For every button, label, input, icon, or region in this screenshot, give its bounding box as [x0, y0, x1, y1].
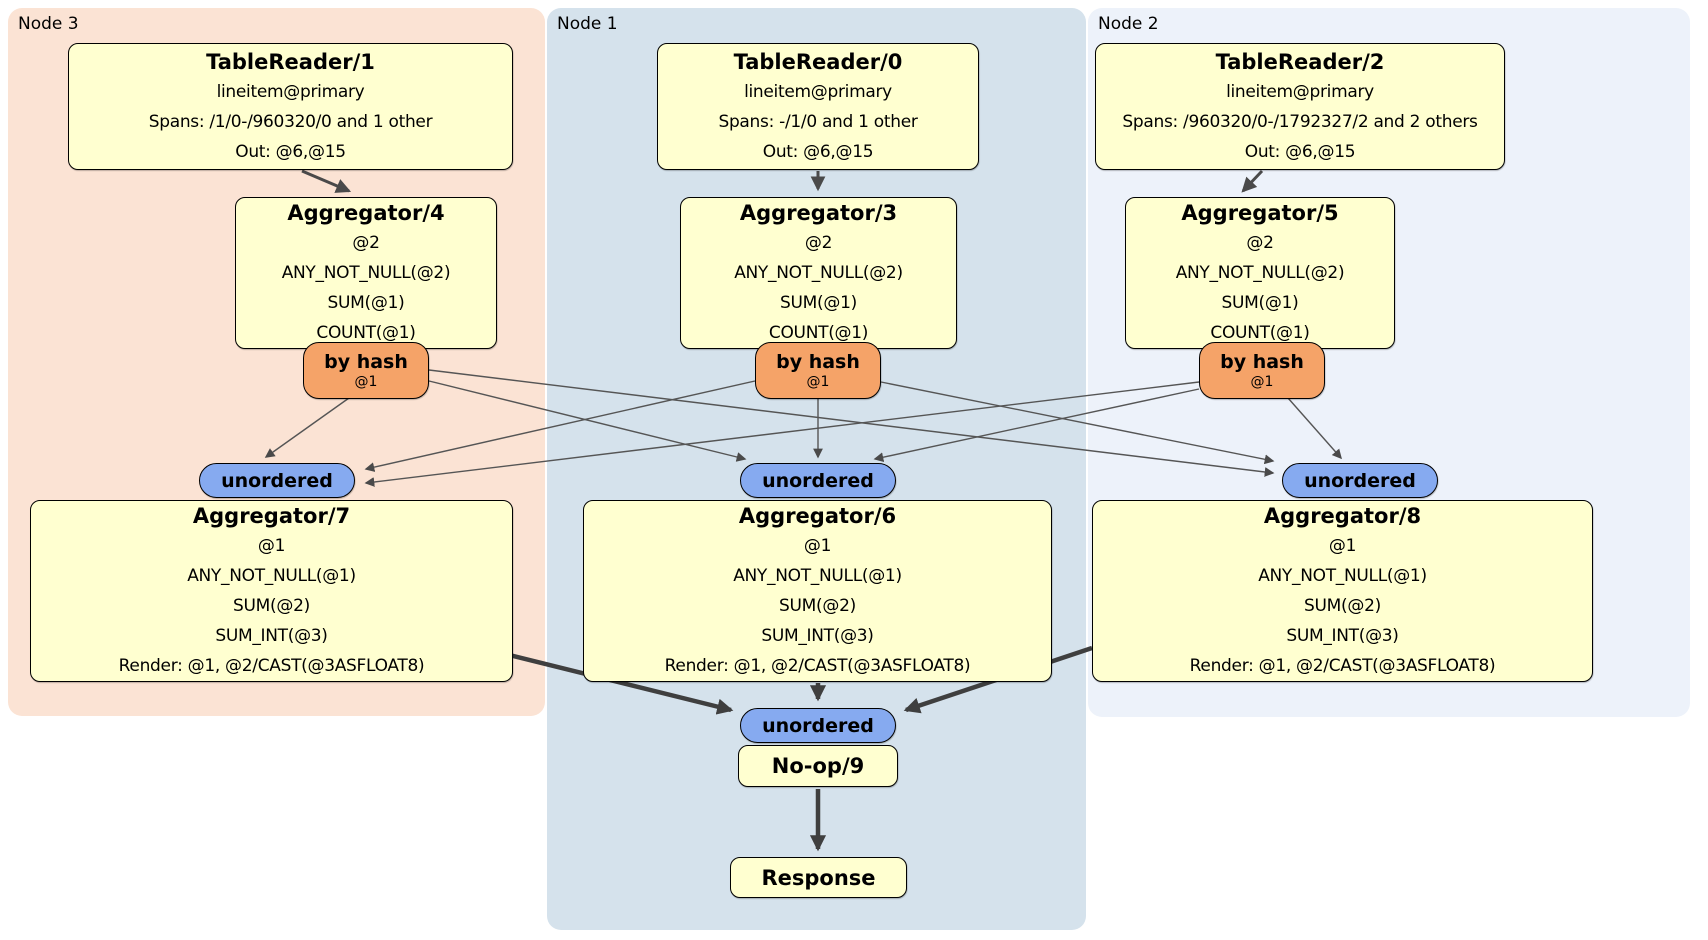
- router-label: by hash: [324, 350, 408, 373]
- processor-detail: SUM(@2): [233, 596, 310, 616]
- edge-tr1-agg4: [301, 169, 352, 193]
- processor-detail: ANY_NOT_NULL(@2): [734, 263, 903, 283]
- edge-byhash5-unordered6: [873, 388, 1200, 463]
- panel-label-node-3: Node 3: [18, 14, 79, 34]
- processor-title: Aggregator/4: [287, 201, 445, 225]
- processor-title: Aggregator/5: [1181, 201, 1339, 225]
- processor-noop-9: No-op/9: [738, 745, 898, 787]
- edge-byhash4-unordered7: [264, 397, 350, 458]
- processor-detail: COUNT(@1): [768, 323, 869, 343]
- processor-detail: @1: [1328, 536, 1357, 556]
- processor-title: Response: [761, 865, 876, 890]
- processor-detail: Out: @6,@15: [235, 141, 346, 162]
- processor-detail: Out: @6,@15: [762, 141, 874, 162]
- processor-detail: Render: @1, @2/CAST(@3ASFLOAT8): [1189, 656, 1496, 676]
- router-by-hash-3: by hash @1: [755, 342, 881, 399]
- sync-unordered-7: unordered: [199, 463, 355, 498]
- processor-aggregator-7: Aggregator/7 @1 ANY_NOT_NULL(@1) SUM(@2)…: [30, 500, 513, 682]
- processor-tablereader-2: TableReader/2 lineitem@primary Spans: /9…: [1095, 43, 1505, 170]
- router-label: by hash: [776, 350, 860, 373]
- processor-aggregator-5: Aggregator/5 @2 ANY_NOT_NULL(@2) SUM(@1)…: [1125, 197, 1395, 349]
- processor-detail: ANY_NOT_NULL(@2): [281, 263, 451, 283]
- processor-detail: Spans: /1/0-/960320/0 and 1 other: [148, 111, 433, 132]
- router-key: @1: [1250, 373, 1274, 390]
- processor-detail: SUM(@2): [1304, 596, 1381, 616]
- processor-detail: Out: @6,@15: [1244, 141, 1356, 162]
- processor-tablereader-0: TableReader/0 lineitem@primary Spans: -/…: [657, 43, 979, 170]
- processor-aggregator-3: Aggregator/3 @2 ANY_NOT_NULL(@2) SUM(@1)…: [680, 197, 957, 349]
- edge-byhash4-unordered8: [428, 369, 1275, 477]
- processor-title: TableReader/2: [1215, 49, 1385, 74]
- processor-detail: SUM_INT(@3): [761, 626, 874, 646]
- edge-byhash4-unordered6: [428, 380, 747, 462]
- processor-aggregator-4: Aggregator/4 @2 ANY_NOT_NULL(@2) SUM(@1)…: [235, 197, 497, 349]
- processor-detail: lineitem@primary: [744, 81, 892, 102]
- processor-detail: ANY_NOT_NULL(@1): [187, 566, 356, 586]
- sync-unordered-9: unordered: [740, 708, 896, 743]
- processor-detail: SUM(@2): [779, 596, 856, 616]
- processor-detail: @1: [803, 536, 832, 556]
- processor-title: No-op/9: [771, 754, 865, 778]
- edge-byhash5-unordered7: [364, 381, 1200, 487]
- processor-title: Aggregator/3: [739, 201, 898, 225]
- processor-detail: SUM_INT(@3): [1286, 626, 1399, 646]
- router-by-hash-4: by hash @1: [303, 342, 429, 399]
- processor-title: Aggregator/8: [1263, 504, 1422, 528]
- processor-detail: @1: [257, 536, 286, 556]
- processor-detail: @2: [352, 233, 380, 253]
- sync-label: unordered: [762, 469, 874, 492]
- sync-label: unordered: [762, 714, 874, 737]
- router-label: by hash: [1220, 350, 1304, 373]
- processor-detail: COUNT(@1): [1210, 323, 1310, 343]
- router-key: @1: [354, 373, 378, 390]
- processor-detail: SUM(@1): [1221, 293, 1299, 313]
- sync-unordered-6: unordered: [740, 463, 896, 498]
- processor-detail: SUM_INT(@3): [215, 626, 328, 646]
- processor-detail: Render: @1, @2/CAST(@3ASFLOAT8): [118, 656, 425, 676]
- processor-title: TableReader/1: [206, 49, 375, 74]
- processor-title: Aggregator/6: [738, 504, 897, 528]
- processor-aggregator-6: Aggregator/6 @1 ANY_NOT_NULL(@1) SUM(@2)…: [583, 500, 1052, 682]
- edge-byhash3-unordered7: [364, 380, 756, 472]
- processor-detail: Spans: /960320/0-/1792327/2 and 2 others: [1122, 111, 1478, 132]
- processor-aggregator-8: Aggregator/8 @1 ANY_NOT_NULL(@1) SUM(@2)…: [1092, 500, 1593, 682]
- edge-byhash5-unordered8: [1287, 397, 1342, 460]
- processor-detail: SUM(@1): [780, 293, 857, 313]
- panel-label-node-1: Node 1: [557, 14, 618, 34]
- processor-title: Aggregator/7: [192, 504, 351, 528]
- processor-title: TableReader/0: [733, 49, 903, 74]
- edge-agg7-unordered9: [504, 651, 734, 715]
- router-by-hash-5: by hash @1: [1199, 342, 1325, 399]
- processor-detail: COUNT(@1): [316, 323, 416, 343]
- router-key: @1: [806, 373, 830, 390]
- edge-byhash3-unordered8: [880, 381, 1275, 465]
- processor-response: Response: [730, 857, 907, 898]
- processor-detail: ANY_NOT_NULL(@2): [1175, 263, 1345, 283]
- processor-detail: Spans: -/1/0 and 1 other: [718, 111, 918, 132]
- processor-detail: lineitem@primary: [1226, 81, 1374, 102]
- edge-tr2-agg5: [1241, 169, 1264, 193]
- processor-detail: ANY_NOT_NULL(@1): [733, 566, 902, 586]
- processor-detail: ANY_NOT_NULL(@1): [1258, 566, 1427, 586]
- processor-tablereader-1: TableReader/1 lineitem@primary Spans: /1…: [68, 43, 513, 170]
- sync-label: unordered: [1304, 469, 1416, 492]
- panel-label-node-2: Node 2: [1098, 14, 1159, 34]
- processor-detail: SUM(@1): [327, 293, 405, 313]
- processor-detail: @2: [804, 233, 833, 253]
- sync-label: unordered: [221, 469, 333, 492]
- processor-detail: @2: [1246, 233, 1274, 253]
- processor-detail: Render: @1, @2/CAST(@3ASFLOAT8): [664, 656, 971, 676]
- sync-unordered-8: unordered: [1282, 463, 1438, 498]
- processor-detail: lineitem@primary: [216, 81, 365, 102]
